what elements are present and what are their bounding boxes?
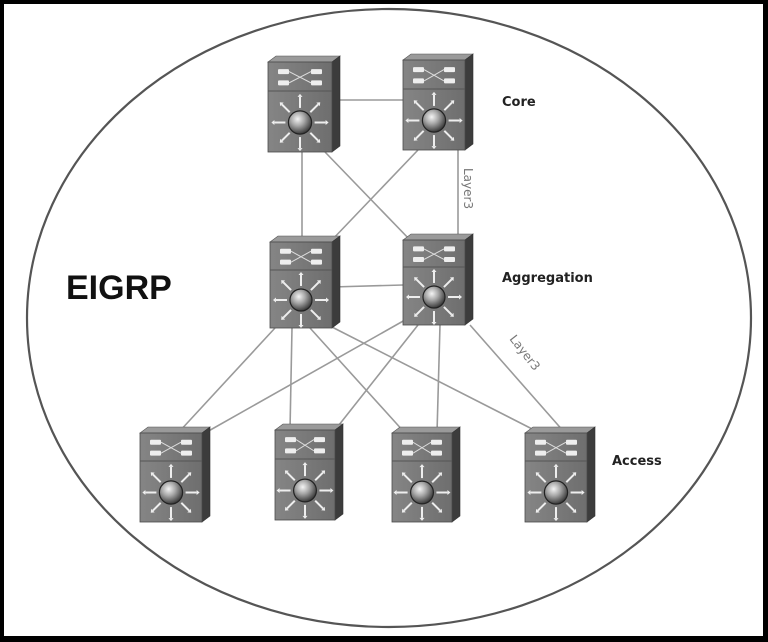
- switch-access-2[interactable]: [274, 423, 344, 521]
- link-core-2-agg-1: [329, 149, 419, 243]
- router-sphere-icon: [422, 285, 446, 309]
- router-sphere-icon: [158, 480, 184, 505]
- link-agg-2-access-4: [469, 324, 566, 434]
- switch-top-face: [524, 426, 596, 434]
- routing-rays-icon: [142, 463, 200, 522]
- link-label-core2-agg2: Layer3: [461, 168, 475, 209]
- routing-rays-icon: [405, 91, 463, 150]
- switch-side-face: [201, 426, 211, 523]
- switch-side-face: [331, 55, 341, 153]
- switch-side-face: [334, 423, 344, 521]
- switch-side-face: [451, 426, 461, 523]
- nodes-layer: [139, 53, 596, 523]
- links-layer: [177, 99, 566, 434]
- link-agg-1-access-2: [289, 327, 293, 431]
- router-sphere-icon: [543, 480, 569, 505]
- domain-label: EIGRP: [66, 269, 172, 307]
- switch-side-face: [464, 233, 474, 326]
- switch-core-2[interactable]: [402, 53, 474, 151]
- link-agg-2-access-1: [204, 319, 406, 434]
- switching-arrows-icon: [402, 439, 442, 456]
- switching-arrows-icon: [535, 439, 577, 456]
- switch-side-face: [331, 235, 341, 329]
- switch-top-face: [402, 233, 474, 241]
- switching-arrows-icon: [413, 67, 455, 84]
- router-sphere-icon: [421, 108, 447, 133]
- switching-arrows-icon: [413, 246, 455, 262]
- routing-rays-icon: [276, 462, 334, 519]
- switch-agg-2[interactable]: [402, 233, 474, 326]
- switch-top-face: [391, 426, 461, 434]
- switch-access-3[interactable]: [391, 426, 461, 523]
- link-agg-1-access-4: [329, 325, 541, 434]
- link-core-1-agg-2: [324, 151, 413, 243]
- switch-side-face: [464, 53, 474, 151]
- switch-top-face: [269, 235, 341, 243]
- switch-access-1[interactable]: [139, 426, 211, 523]
- routing-rays-icon: [393, 464, 451, 521]
- router-sphere-icon: [289, 288, 313, 312]
- switching-arrows-icon: [150, 439, 192, 456]
- routing-rays-icon: [271, 93, 329, 152]
- link-agg-1-access-1: [177, 327, 276, 434]
- router-sphere-icon: [410, 480, 435, 505]
- switch-top-face: [267, 55, 341, 63]
- switch-top-face: [139, 426, 211, 434]
- link-agg-1-access-3: [309, 327, 406, 434]
- switching-arrows-icon: [285, 437, 325, 454]
- switch-agg-1[interactable]: [269, 235, 341, 329]
- switch-top-face: [274, 423, 344, 431]
- tier-label-core: Core: [502, 95, 536, 110]
- switch-side-face: [586, 426, 596, 523]
- routing-rays-icon: [527, 463, 585, 522]
- link-agg-2-access-3: [436, 324, 441, 434]
- routing-rays-icon: [272, 271, 330, 329]
- switching-arrows-icon: [278, 69, 322, 86]
- eigrp-domain-boundary: [25, 7, 753, 629]
- switch-access-4[interactable]: [524, 426, 596, 523]
- link-label-agg2-access4: Layer3: [507, 332, 543, 373]
- tier-label-aggregation: Aggregation: [502, 271, 593, 286]
- router-sphere-icon: [287, 110, 313, 135]
- switching-arrows-icon: [280, 248, 322, 265]
- switch-top-face: [402, 53, 474, 61]
- switch-core-1[interactable]: [267, 55, 341, 153]
- tier-label-access: Access: [612, 454, 662, 469]
- routing-rays-icon: [405, 268, 463, 326]
- link-agg-1-agg-2: [331, 284, 404, 288]
- router-sphere-icon: [293, 478, 318, 503]
- link-agg-2-access-2: [334, 324, 419, 431]
